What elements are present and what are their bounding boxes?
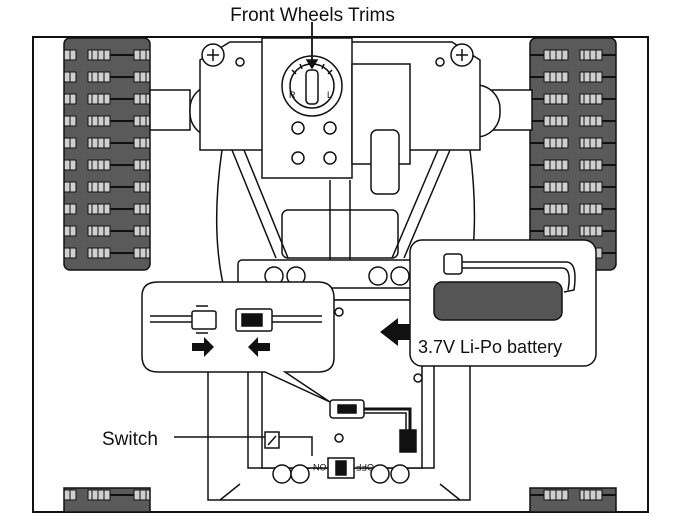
switch-label: Switch [102,429,158,450]
trim-title: Front Wheels Trims [230,5,395,26]
switch-on-mark: ON [313,462,327,472]
trim-dial[interactable] [281,22,343,117]
connector-callout [141,281,335,403]
trim-mark-r: R [289,90,296,100]
right-track [529,37,617,513]
trim-mark-l: L [327,90,333,100]
arrow-right-icon [192,337,214,357]
switch-off-mark: OFF [356,462,374,472]
battery-label: 3.7V Li-Po battery [418,337,563,357]
connector-pair-icon [150,305,322,334]
arrow-left-icon [248,337,270,357]
battery-insert-arrow-icon [380,318,410,346]
switch-leader-line [174,436,313,456]
power-switch[interactable] [327,457,355,479]
board-plug [329,399,417,453]
left-track [63,37,151,513]
tool-icon [264,431,280,449]
chassis-upper [199,37,481,195]
frame-border [32,36,649,513]
battery-icon [433,253,576,321]
